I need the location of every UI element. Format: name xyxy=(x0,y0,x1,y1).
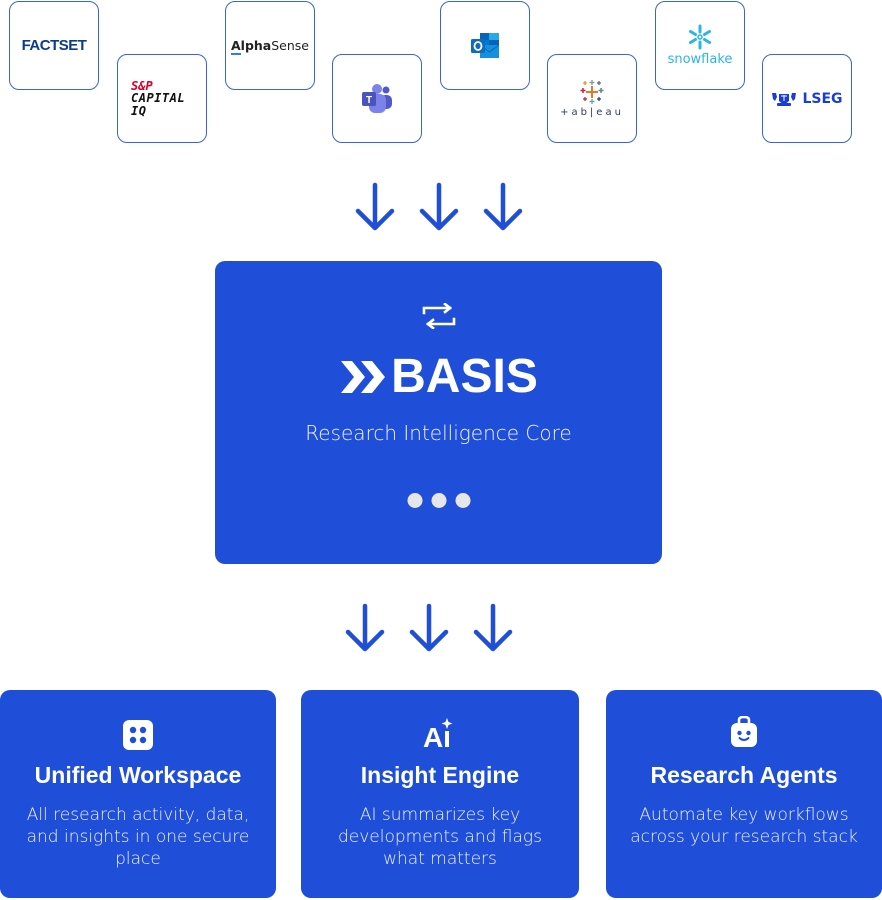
alphasense-logo: AlphaSense xyxy=(230,38,310,55)
feature-description: AI summarizes key developments and flags… xyxy=(338,805,542,869)
feature-description: All research activity, data, and insight… xyxy=(26,805,250,869)
arrow-down-icon xyxy=(409,603,449,652)
integration-teams: T xyxy=(332,54,422,143)
snowflake-wordmark: snowflake xyxy=(667,52,733,67)
brand-name: BASIS xyxy=(391,350,538,403)
tableau-wordmark: +ab|eau xyxy=(560,107,624,118)
integration-sp-capital-iq: S&P CAPITAL IQ xyxy=(117,54,207,143)
feature-card-research-agents: Research Agents Automate key workflows a… xyxy=(606,690,882,898)
integration-snowflake: snowflake xyxy=(655,1,745,90)
arrow-down-icon xyxy=(419,182,459,231)
integration-factset: FACTSET xyxy=(9,1,99,90)
ai-sparkle-icon: A xyxy=(423,718,453,750)
lseg-crest-icon xyxy=(772,92,797,106)
snowflake-icon xyxy=(689,24,711,50)
arrow-down-icon xyxy=(483,182,523,231)
loading-dot xyxy=(455,493,470,508)
feature-description: Automate key workflows across your resea… xyxy=(630,805,858,847)
robot-agent-icon xyxy=(731,716,757,747)
basis-logo: BASIS xyxy=(215,353,662,401)
basis-core-card: BASIS Research Intelligence Core xyxy=(215,261,662,564)
outlook-icon xyxy=(471,32,500,58)
double-chevron-icon xyxy=(341,361,386,393)
lseg-wordmark: LSEG xyxy=(802,90,843,107)
core-subtitle: Research Intelligence Core xyxy=(305,421,572,445)
arrow-down-icon xyxy=(355,182,395,231)
loading-dot xyxy=(407,493,422,508)
sp-logo-line2: CAPITAL IQ xyxy=(131,90,186,118)
feature-title: Research Agents xyxy=(650,762,838,788)
feature-title: Insight Engine xyxy=(360,762,520,788)
integration-alphasense: AlphaSense xyxy=(225,1,315,90)
loading-dot xyxy=(431,493,446,508)
swap-arrows-icon xyxy=(422,303,455,329)
factset-logo: FACTSET xyxy=(21,37,87,54)
svg-text:T: T xyxy=(366,95,372,106)
svg-text:A: A xyxy=(423,722,443,750)
feature-title: Unified Workspace xyxy=(34,762,242,788)
teams-icon: T xyxy=(362,83,392,113)
arrows-into-core xyxy=(352,182,526,232)
integration-outlook xyxy=(440,1,530,90)
loading-dots xyxy=(407,493,470,508)
tableau-icon xyxy=(580,80,604,104)
integration-tableau: +ab|eau xyxy=(547,54,637,143)
integration-lseg: LSEG xyxy=(762,54,852,143)
feature-card-unified-workspace: Unified Workspace All research activity,… xyxy=(0,690,276,898)
arrows-out-of-core xyxy=(342,603,516,653)
arrow-down-icon xyxy=(473,603,513,652)
sp-logo-line1: S&P xyxy=(131,78,153,93)
arrow-down-icon xyxy=(345,603,385,652)
feature-card-insight-engine: A Insight Engine AI summarizes key devel… xyxy=(301,690,579,898)
grid-dots-icon xyxy=(123,720,153,750)
